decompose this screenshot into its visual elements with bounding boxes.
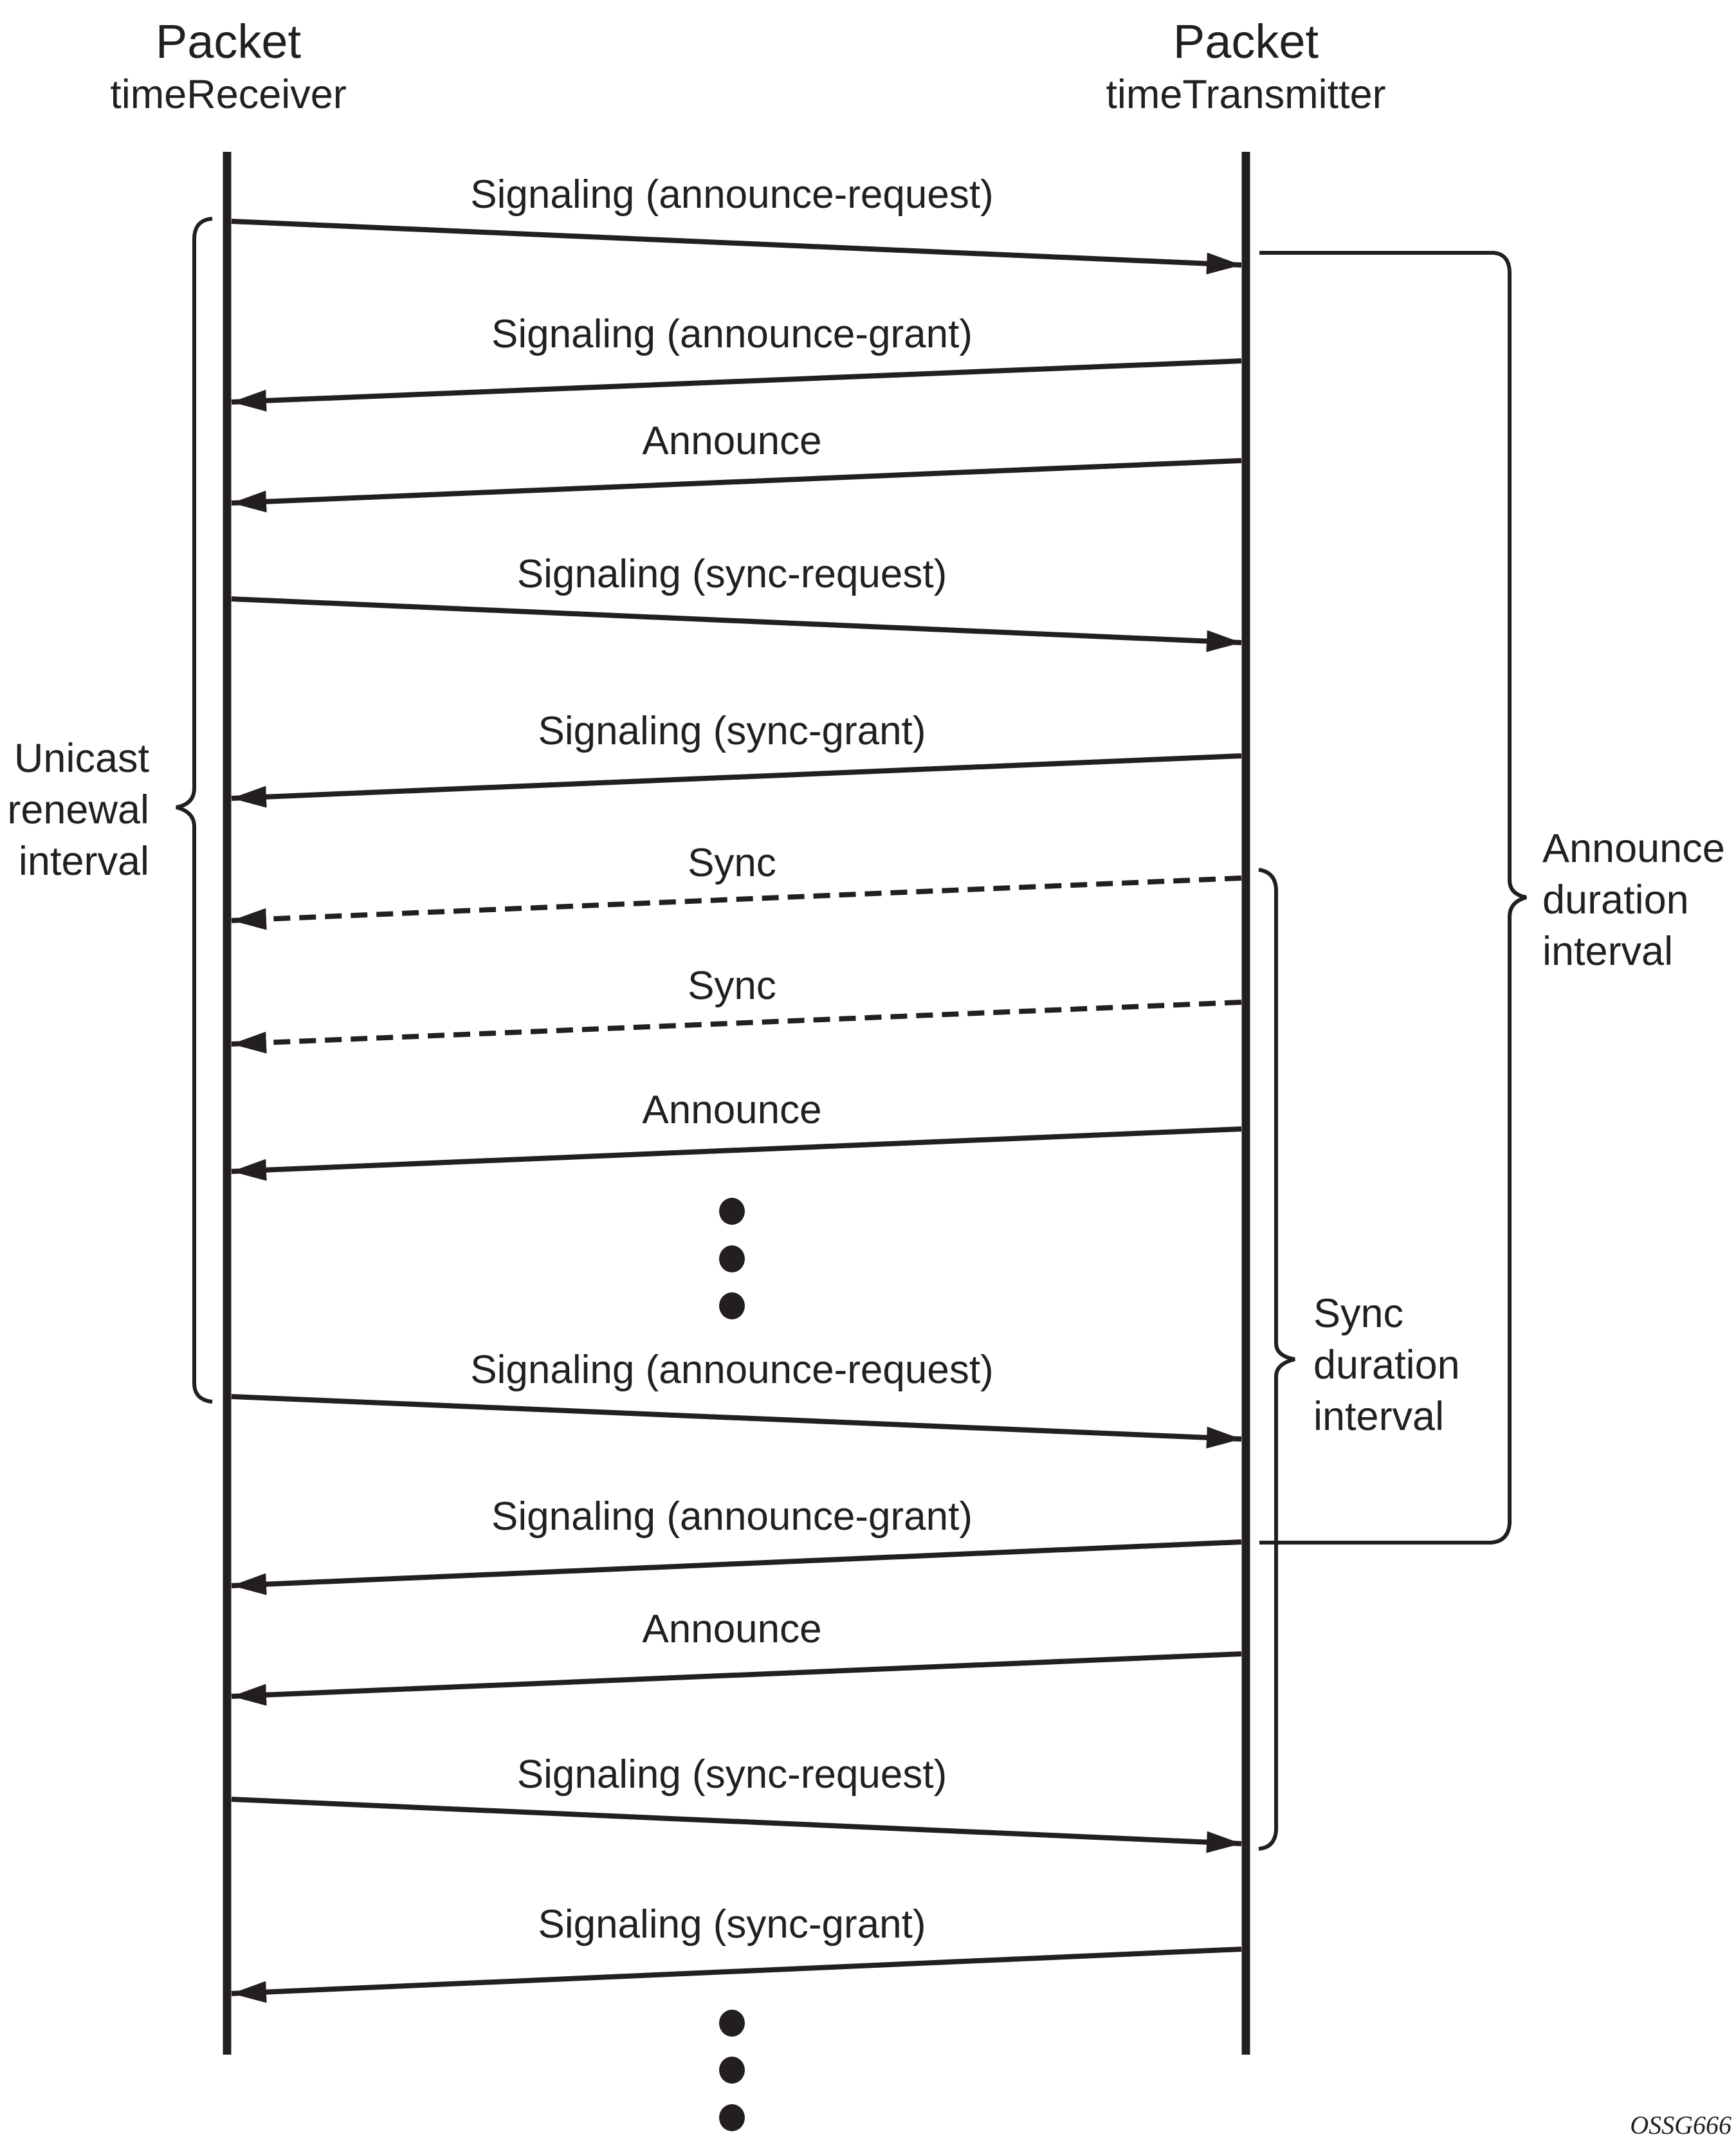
message-label: Announce [642, 1088, 821, 1132]
message-arrow [231, 1797, 1242, 1853]
message-label: Signaling (sync-request) [517, 552, 947, 596]
message-label: Announce [642, 419, 821, 463]
message-arrow [231, 1394, 1242, 1449]
message-arrow [231, 1126, 1242, 1181]
message-label: Signaling (announce-request) [470, 172, 993, 217]
transmitter-subtitle: timeTransmitter [1106, 72, 1385, 117]
unicast-renewal-label-line1: Unicast [14, 736, 150, 781]
message-arrow [231, 1000, 1242, 1054]
message-label: Announce [642, 1607, 821, 1651]
message-arrow [231, 458, 1242, 513]
message-arrow [231, 358, 1242, 412]
continuation-dot [719, 1245, 745, 1272]
sync-duration-brace [1258, 868, 1295, 1851]
sync-duration-label-line2: duration [1313, 1343, 1460, 1388]
message-label: Sync [688, 964, 776, 1008]
message-label: Signaling (sync-grant) [538, 1902, 926, 1947]
continuation-dot [719, 2104, 745, 2131]
receiver-title: Packet [156, 15, 302, 68]
unicast-renewal-label-line2: renewal [7, 787, 149, 832]
continuation-dot [719, 2057, 745, 2084]
message-label: Signaling (announce-grant) [491, 1494, 973, 1539]
message-arrow [231, 1947, 1242, 2003]
announce-duration-label-line1: Announce [1542, 826, 1725, 871]
message-label: Sync [688, 841, 776, 885]
message-arrow [231, 219, 1242, 275]
message-arrow [231, 596, 1242, 652]
receiver-subtitle: timeReceiver [110, 72, 347, 117]
messages-group: Signaling (announce-request) Signaling (a… [231, 172, 1242, 2003]
unicast-renewal-label-line3: interval [19, 839, 149, 884]
message-label: Signaling (announce-grant) [491, 312, 973, 356]
transmitter-title: Packet [1173, 15, 1319, 68]
message-arrow [231, 1539, 1242, 1595]
message-arrow [231, 753, 1242, 808]
announce-duration-label-line3: interval [1542, 929, 1673, 974]
continuation-dot [719, 1292, 745, 1319]
continuation-dots-group [719, 1198, 745, 2131]
announce-duration-label-line2: duration [1542, 877, 1689, 922]
message-label: Signaling (sync-grant) [538, 709, 926, 753]
message-label: Signaling (sync-request) [517, 1752, 947, 1797]
figure-id: OSSG666 [1630, 2111, 1731, 2140]
message-arrow [231, 1651, 1242, 1706]
sync-duration-label-line1: Sync [1313, 1291, 1403, 1336]
continuation-dot [719, 1198, 745, 1225]
sync-duration-label-line3: interval [1313, 1394, 1444, 1439]
continuation-dot [719, 2010, 745, 2037]
unicast-renewal-brace [176, 217, 213, 1404]
message-arrow [231, 876, 1242, 930]
message-label: Signaling (announce-request) [470, 1348, 993, 1392]
announce-duration-brace [1259, 251, 1527, 1545]
